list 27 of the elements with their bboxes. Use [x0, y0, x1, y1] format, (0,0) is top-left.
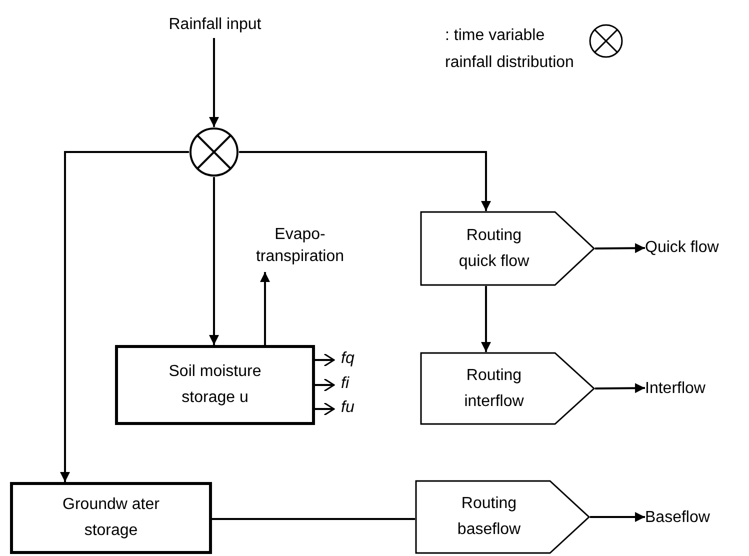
arrow	[590, 512, 645, 522]
arrow	[260, 272, 270, 345]
block-label: Soil moisture storage u	[168, 362, 262, 408]
arrow	[481, 286, 491, 352]
storage-box	[10, 482, 212, 554]
output-label: Baseflow	[645, 507, 745, 529]
arrow	[315, 402, 335, 416]
storage-box	[115, 345, 315, 425]
arrow	[209, 38, 219, 127]
arrow	[315, 378, 335, 392]
arrow	[315, 353, 335, 367]
legend-text: : time variable rainfall distribution	[445, 26, 575, 73]
output-label: Quick flow	[645, 237, 745, 259]
connector-line	[212, 518, 415, 520]
arrow	[594, 243, 646, 254]
input-label: Rainfall input	[140, 14, 290, 38]
arrow	[60, 151, 189, 482]
block-label: Routing baseflow	[456, 494, 522, 540]
output-label: Interflow	[645, 378, 745, 400]
block-label: Routing quick flow	[458, 226, 530, 272]
edge-label: fq	[340, 350, 356, 368]
arrow	[239, 151, 491, 211]
output-label: Evapo- transpiration	[235, 224, 365, 272]
block-label: Routing interflow	[463, 366, 525, 412]
block-label: Groundw ater storage	[62, 495, 160, 541]
arrow	[594, 383, 646, 394]
arrow	[209, 177, 219, 345]
